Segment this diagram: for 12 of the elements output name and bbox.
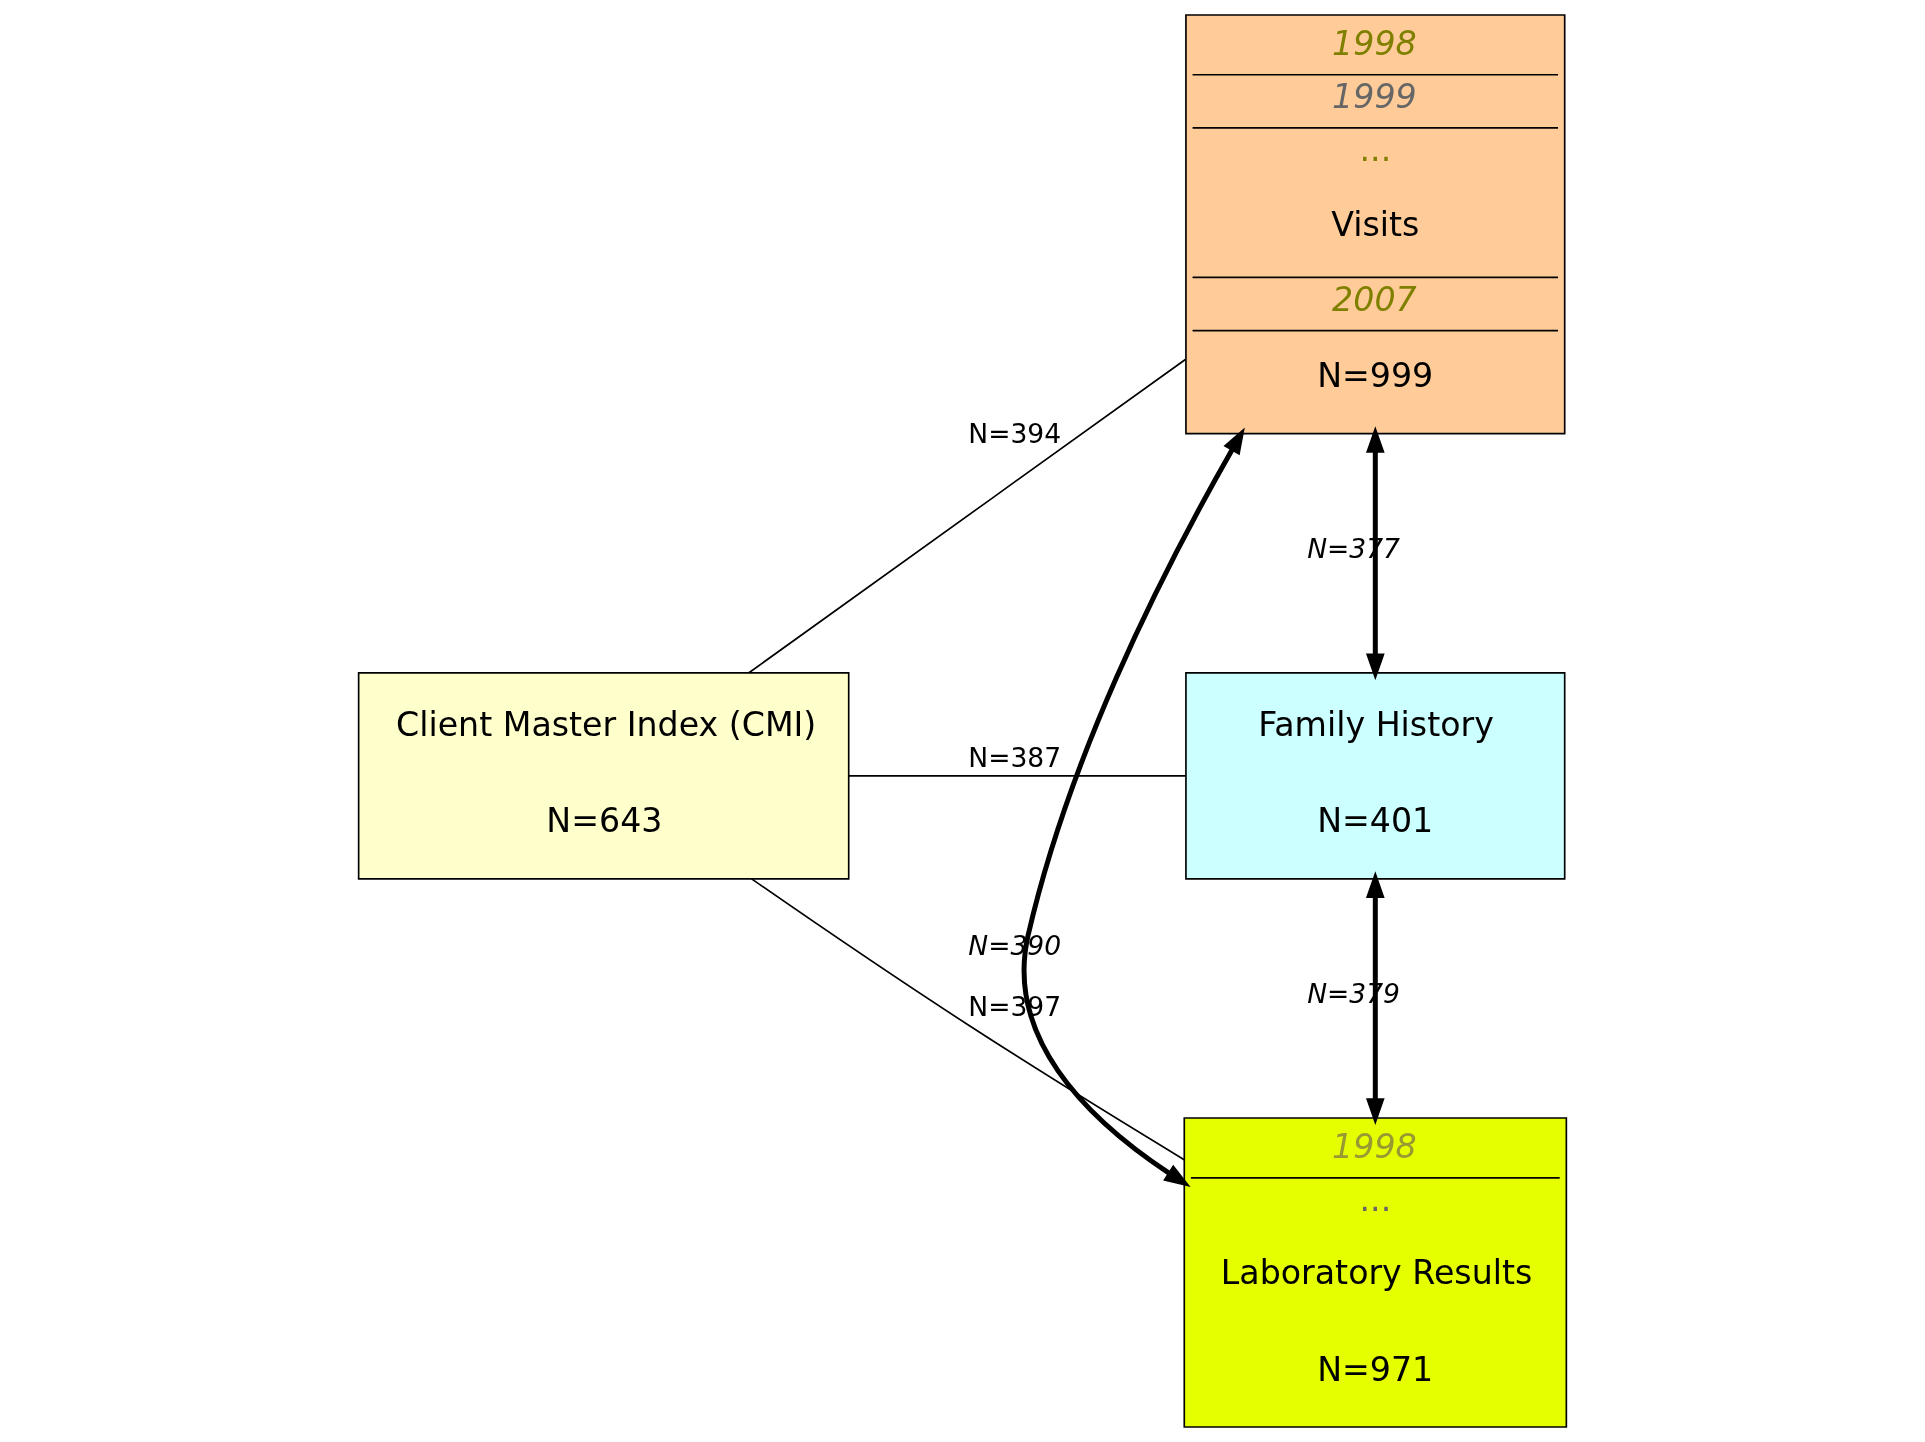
connector	[748, 358, 1187, 674]
edge-label: N=394	[968, 418, 1062, 450]
arrow	[1366, 426, 1385, 681]
node-box: 1998 ... Laboratory Results N=971	[1183, 1117, 1568, 1428]
connector	[750, 878, 1185, 1161]
node-box: Family History N=401	[1185, 672, 1566, 880]
connector	[848, 775, 1187, 777]
node-box: Client Master Index (CMI) N=643	[357, 672, 850, 880]
arrow	[1366, 871, 1385, 1125]
edge-label: N=387	[968, 742, 1062, 774]
arrow	[1021, 427, 1245, 1187]
node-box: 1998 1999 ... Visits 2007 N=999	[1185, 14, 1566, 435]
